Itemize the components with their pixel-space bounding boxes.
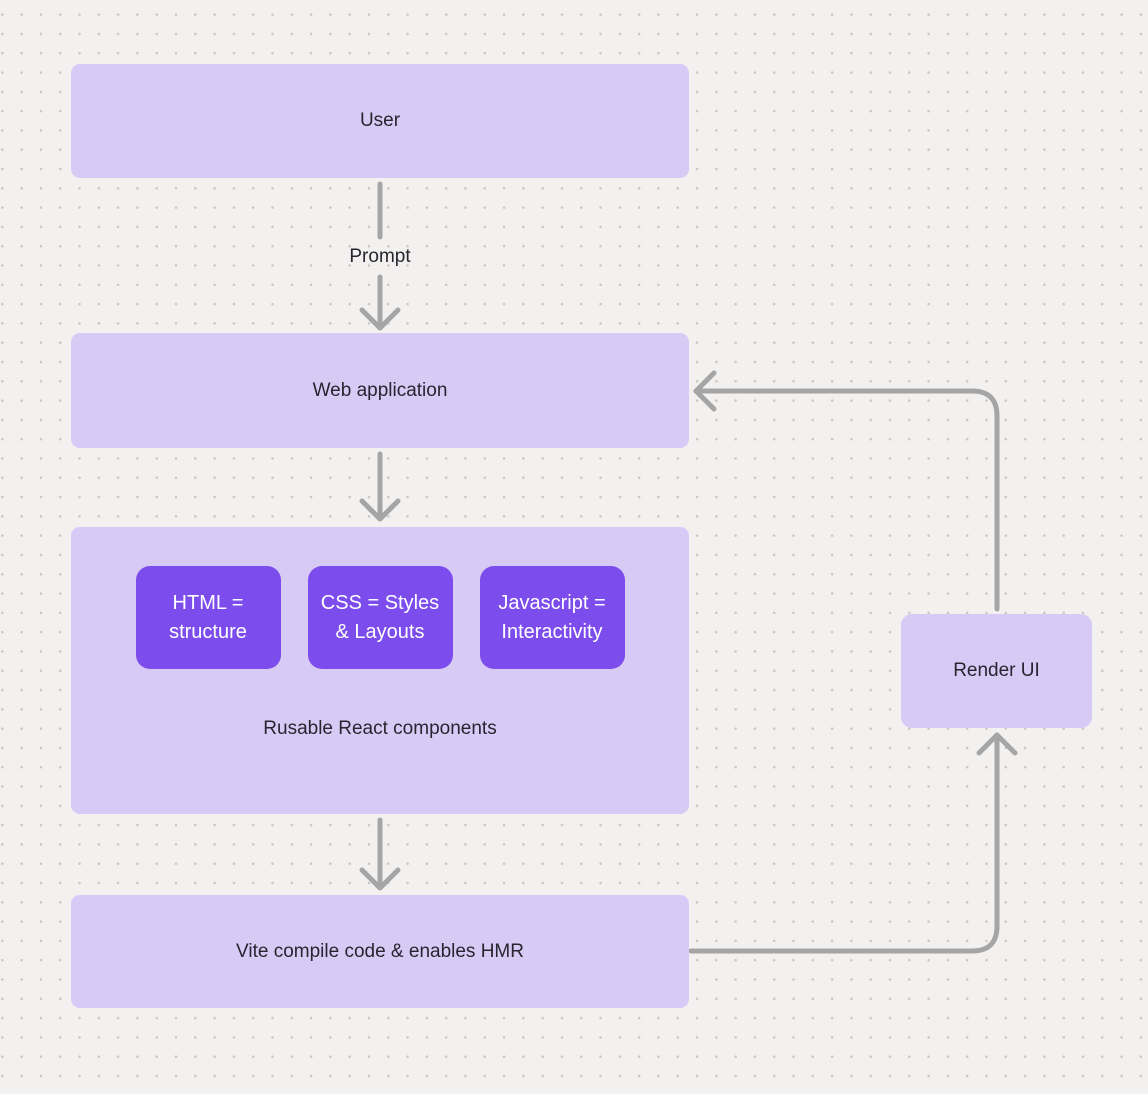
node-web-application-label: Web application [312, 379, 448, 401]
node-web-application: Web application [71, 333, 689, 448]
node-vite-label: Vite compile code & enables HMR [236, 940, 524, 962]
arrowhead-down-web-icon [359, 307, 401, 331]
edge-vite-to-render-line [688, 732, 1000, 954]
chip-html: HTML = structure [135, 566, 281, 669]
chip-row: HTML = structure CSS = Styles & Layouts … [71, 566, 689, 669]
node-render-ui: Render UI [901, 614, 1092, 728]
group-caption: Rusable React components [263, 718, 497, 739]
arrowhead-up-render-icon [976, 732, 1018, 756]
edge-label-prompt: Prompt [349, 246, 411, 267]
node-render-ui-label: Render UI [953, 660, 1040, 681]
arrowhead-down-components-icon [359, 498, 401, 522]
node-user: User [71, 64, 689, 178]
node-vite: Vite compile code & enables HMR [71, 895, 689, 1008]
arrowhead-left-web-icon [693, 370, 717, 412]
node-user-label: User [359, 110, 401, 131]
arrowhead-down-vite-icon [359, 867, 401, 891]
group-react-components: HTML = structure CSS = Styles & Layouts … [71, 527, 689, 814]
edge-render-to-web-line [693, 388, 1000, 612]
chip-css: CSS = Styles & Layouts [307, 566, 453, 669]
chip-javascript: Javascript = Interactivity [479, 566, 625, 669]
